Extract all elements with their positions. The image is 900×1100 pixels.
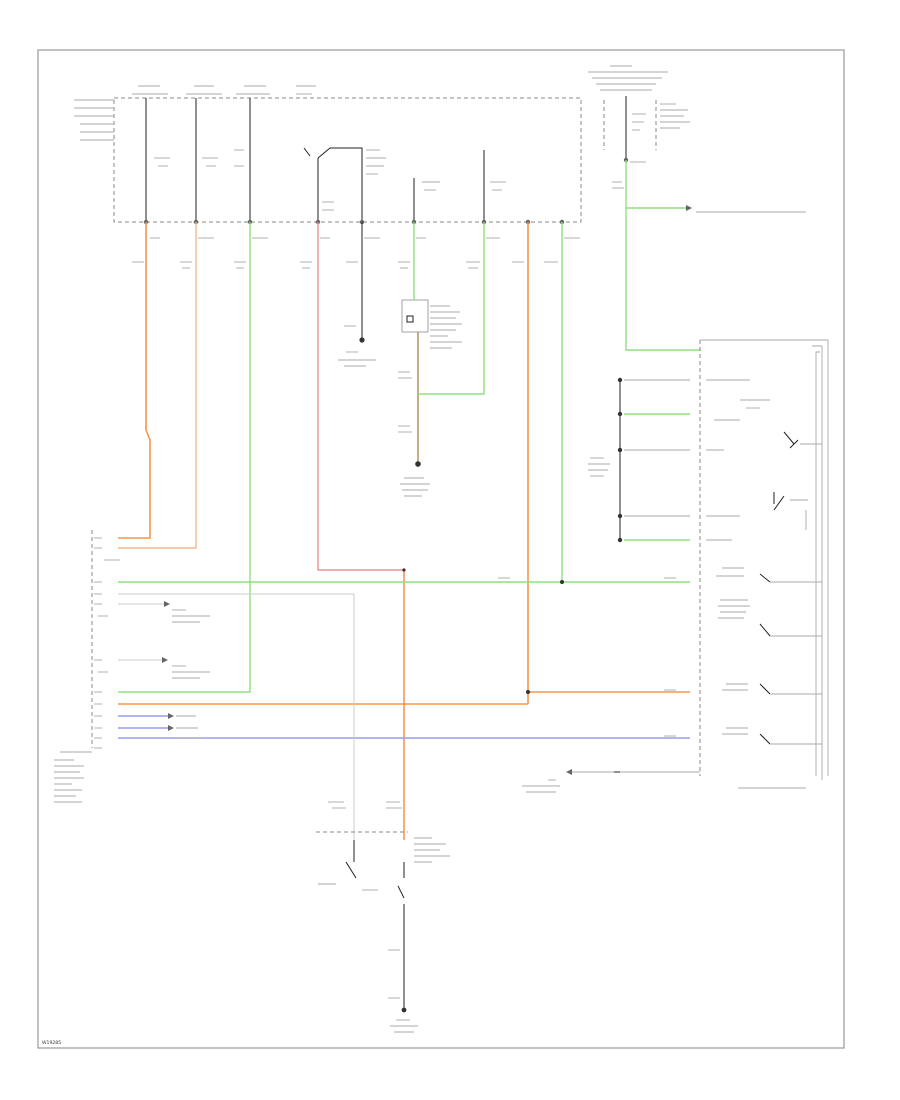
switch-assembly: [522, 339, 829, 793]
brake-switch: [316, 801, 450, 1033]
wire-harness: [118, 222, 690, 840]
diagram-id: W19285: [42, 1040, 61, 1046]
power-distribution-box: [588, 65, 806, 351]
diagram-frame: [37, 49, 845, 1049]
center-components: [338, 222, 485, 497]
left-module: [54, 530, 210, 803]
top-fuse-relay-box: [74, 85, 582, 269]
